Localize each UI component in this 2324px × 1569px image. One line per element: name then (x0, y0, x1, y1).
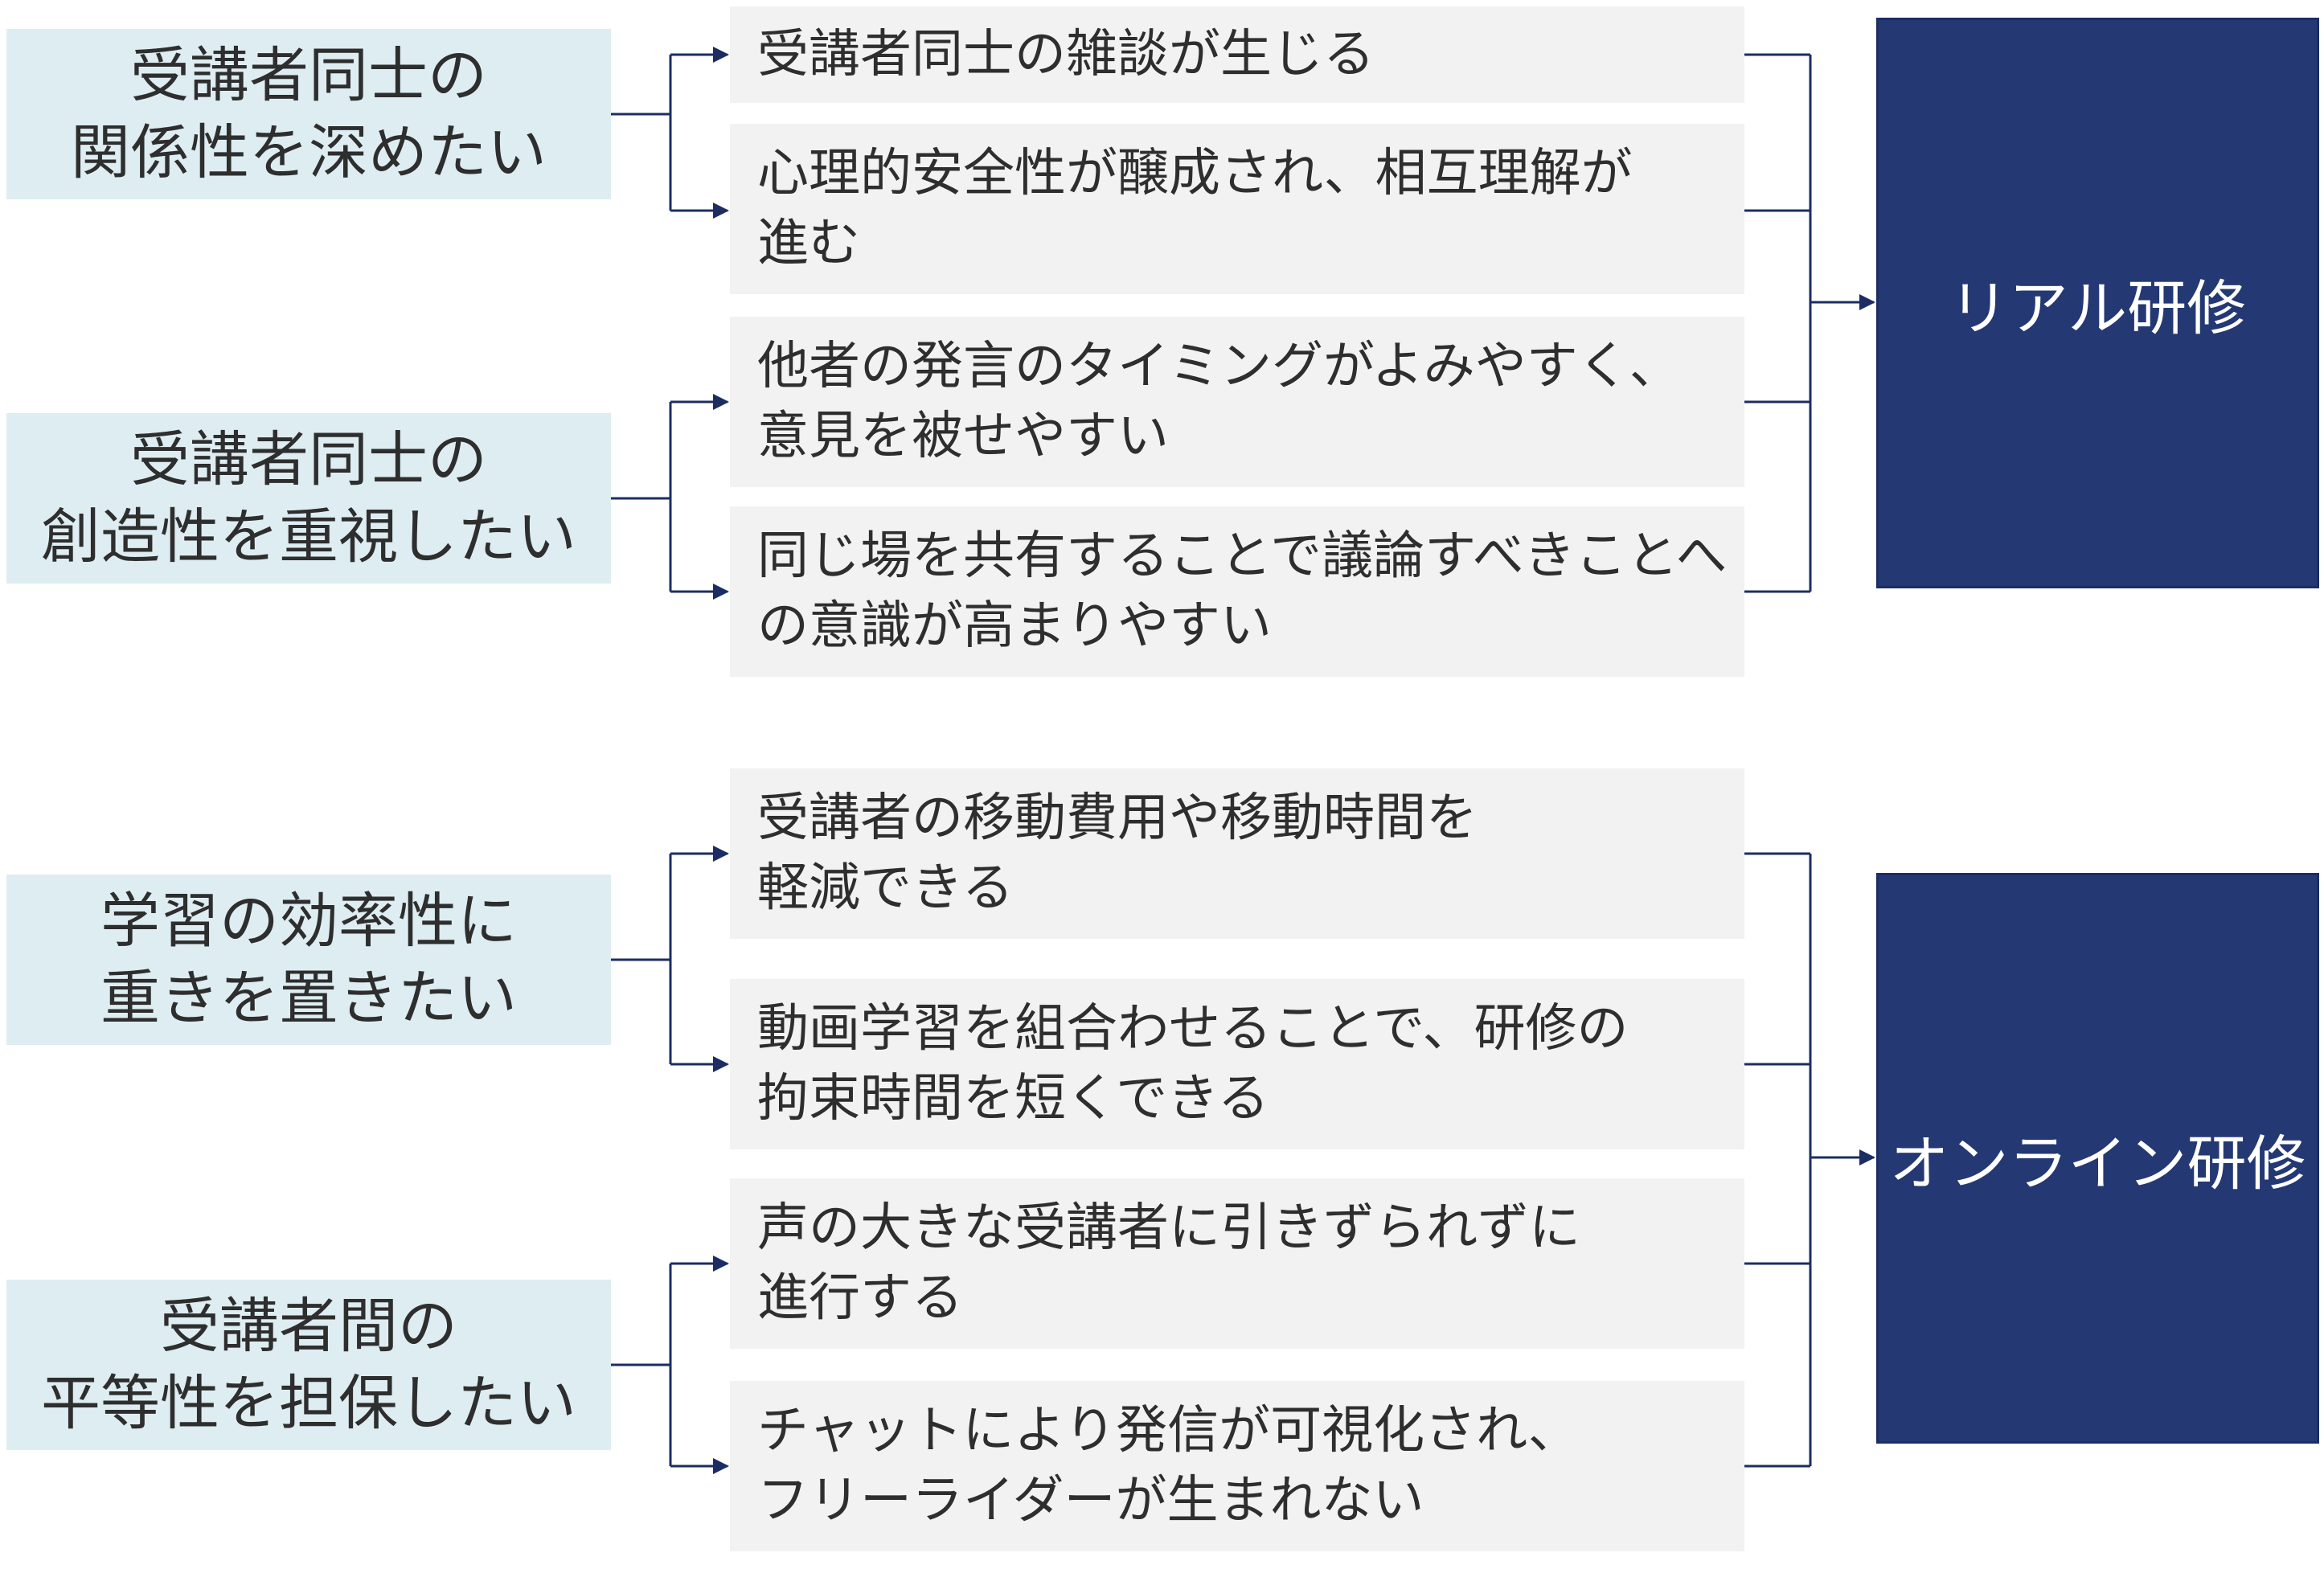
goal-line: 関係性を深めたい (71, 118, 547, 187)
reason-box-chat: 受講者同士の雑談が生じる (730, 6, 1744, 103)
reason-line: 受講者同士の雑談が生じる (757, 24, 1375, 84)
goal-line: 受講者同士の (130, 41, 487, 110)
arrow-icon (1859, 294, 1875, 310)
goal-connector (611, 400, 728, 593)
reason-line: 拘束時間を短くできる (757, 1069, 1269, 1129)
arrow-icon (713, 203, 729, 219)
reason-line: 同じ場を共有することで議論すべきことへ (757, 526, 1728, 586)
arrow-icon (713, 394, 729, 410)
reason-line: の意識が高まりやすい (757, 596, 1272, 656)
goal-line: 学習の効率性に (100, 887, 517, 956)
reason-box-video-learning: 動画学習を組合わせることで、研修の 拘束時間を短くできる (730, 979, 1744, 1149)
reason-box-travel-cost: 受講者の移動費用や移動時間を 軽減できる (730, 768, 1744, 939)
arrow-icon (713, 47, 729, 63)
reason-line: 軽減できる (757, 858, 1014, 918)
arrow-icon (1859, 1149, 1875, 1165)
reason-box-psychological-safety: 心理的安全性が醸成され、相互理解が 進む (730, 124, 1744, 294)
reason-line: 進行する (757, 1268, 963, 1328)
reason-box-chat-visibility: チャットにより発信が可視化され、 フリーライダーが生まれない (730, 1381, 1744, 1551)
reason-line: 受講者の移動費用や移動時間を (757, 789, 1478, 848)
outcome-label: リアル研修 (1949, 273, 2247, 343)
goal-connector (611, 1262, 728, 1468)
goal-line: 受講者同士の (130, 425, 487, 494)
goal-line: 重きを置きたい (100, 964, 517, 1033)
goal-box-equality: 受講者間の 平等性を担保したい (6, 1280, 611, 1450)
reason-line: フリーライダーが生まれない (757, 1471, 1424, 1530)
arrow-icon (713, 1256, 729, 1272)
reason-line: 動画学習を組合わせることで、研修の (757, 999, 1629, 1059)
reason-line: 他者の発言のタイミングがよみやすく、 (757, 337, 1681, 396)
outcome-box-online-training: オンライン研修 (1876, 873, 2319, 1444)
arrow-icon (713, 1056, 729, 1072)
reason-line: 声の大きな受講者に引きずられずに (757, 1198, 1580, 1258)
reason-box-timing: 他者の発言のタイミングがよみやすく、 意見を被せやすい (730, 317, 1744, 487)
arrow-icon (713, 846, 729, 862)
reason-line: 心理的安全性が醸成され、相互理解が (757, 144, 1633, 203)
goal-line: 平等性を担保したい (41, 1369, 576, 1438)
arrow-icon (713, 584, 729, 600)
outcome-connector (1744, 852, 1812, 1468)
goal-box-relationship: 受講者同士の 関係性を深めたい (6, 29, 611, 199)
reason-line: 意見を被せやすい (757, 407, 1169, 466)
reason-box-loud-participants: 声の大きな受講者に引きずられずに 進行する (730, 1178, 1744, 1349)
outcome-label: オンライン研修 (1889, 1129, 2306, 1198)
outcome-box-real-training: リアル研修 (1876, 18, 2319, 588)
goal-connector (611, 852, 728, 1066)
arrow-icon (713, 1458, 729, 1474)
reason-line: チャットにより発信が可視化され、 (757, 1401, 1580, 1460)
goal-line: 受講者間の (160, 1292, 457, 1361)
goal-box-efficiency: 学習の効率性に 重きを置きたい (6, 875, 611, 1045)
goal-box-creativity: 受講者同士の 創造性を重視したい (6, 413, 611, 584)
goal-connector (611, 53, 728, 212)
reason-box-shared-space: 同じ場を共有することで議論すべきことへ の意識が高まりやすい (730, 506, 1744, 677)
reason-line: 進む (757, 214, 860, 273)
goal-line: 創造性を重視したい (41, 502, 576, 571)
outcome-connector (1744, 53, 1812, 593)
